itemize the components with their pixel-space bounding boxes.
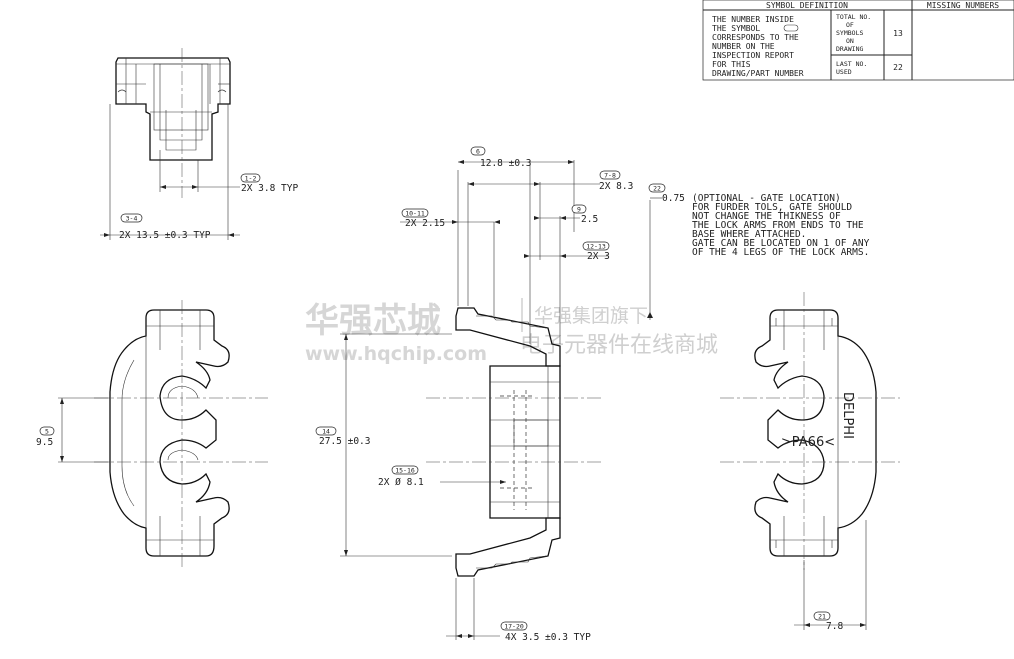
note-line: GATE CAN BE LOCATED ON 1 OF ANY bbox=[692, 238, 870, 249]
definition-line: CORRESPONDS TO THE bbox=[712, 33, 799, 42]
dim-tag: 10-11 bbox=[405, 210, 425, 218]
dim-tag: 14 bbox=[322, 428, 330, 436]
dim-text: 0.75 bbox=[662, 193, 685, 204]
dim-text: 2X 2.15 bbox=[405, 218, 445, 229]
watermark-brand: 华强芯城 bbox=[305, 301, 441, 341]
note-line: THE LOCK ARMS FROM ENDS TO THE bbox=[692, 220, 864, 231]
definition-line: NUMBER ON THE bbox=[712, 42, 775, 51]
dim-tag: 12-13 bbox=[586, 243, 606, 251]
total-label-line: ON bbox=[846, 37, 854, 45]
definition-line: FOR THIS bbox=[712, 60, 751, 69]
dim-text: 27.5 ±0.3 bbox=[319, 436, 370, 447]
symbol-definition-table: SYMBOL DEFINITION MISSING NUMBERS THE NU… bbox=[702, 0, 1014, 81]
dimension-6: 6 12.8 ±0.3 bbox=[458, 146, 574, 169]
dim-tag: 7-8 bbox=[604, 172, 616, 180]
definition-line: DRAWING/PART NUMBER bbox=[712, 69, 804, 78]
dimension-3-4: 3-4 2X 13.5 ±0.3 TYP bbox=[100, 213, 240, 241]
dim-text: 9.5 bbox=[36, 437, 53, 448]
dim-text: 12.8 ±0.3 bbox=[480, 158, 531, 169]
table-header-missing-numbers: MISSING NUMBERS bbox=[927, 1, 999, 10]
dimension-7-8: 7-8 2X 8.3 bbox=[468, 170, 633, 192]
left-end-view bbox=[94, 300, 268, 570]
total-symbols-label: TOTAL NO. OF SYMBOLS ON DRAWING bbox=[836, 13, 871, 53]
total-label-line: DRAWING bbox=[836, 45, 863, 53]
dim-text: 2.5 bbox=[581, 214, 598, 225]
dimension-22: 22 0.75 bbox=[647, 183, 685, 318]
dimension-5: 5 9.5 bbox=[36, 397, 110, 463]
watermark-slogan: 电子元器件在线商城 bbox=[520, 333, 718, 358]
symbol-oval-icon bbox=[783, 24, 799, 32]
last-no-used-value: 22 bbox=[893, 63, 903, 72]
dimension-12-13: 12-13 2X 3 bbox=[524, 241, 610, 262]
dim-tag: 5 bbox=[45, 428, 49, 436]
total-label-line: TOTAL NO. bbox=[836, 13, 871, 21]
dimension-17-20: 17-20 4X 3.5 ±0.3 TYP bbox=[446, 621, 591, 643]
dim-text: 2X 3 bbox=[587, 251, 610, 262]
dimension-14: 14 27.5 ±0.3 bbox=[315, 334, 370, 556]
dim-text: 2X 3.8 TYP bbox=[241, 183, 298, 194]
center-side-view bbox=[340, 160, 651, 640]
dim-tag: 17-20 bbox=[504, 623, 524, 631]
material-marking: >PA66< bbox=[781, 435, 835, 450]
dim-tag: 9 bbox=[577, 206, 581, 214]
note-line: OF THE 4 LEGS OF THE LOCK ARMS. bbox=[692, 247, 869, 258]
total-label-line: SYMBOLS bbox=[836, 29, 863, 37]
dim-text: 2X 13.5 ±0.3 TYP bbox=[119, 230, 211, 241]
last-no-label-line: LAST NO. bbox=[836, 60, 867, 68]
definition-line: INSPECTION REPORT bbox=[712, 51, 794, 60]
dimension-15-16: 15-16 2X Ø 8.1 bbox=[378, 465, 506, 488]
top-view bbox=[109, 48, 231, 240]
dim-text: 7.8 bbox=[826, 621, 843, 632]
dim-tag: 6 bbox=[476, 148, 480, 156]
dim-tag: 1-2 bbox=[245, 175, 257, 183]
right-end-view: >PA66< DELPHI bbox=[720, 292, 900, 630]
dimension-1-2: 1-2 2X 3.8 TYP bbox=[160, 173, 298, 194]
dimension-21: 21 7.8 bbox=[794, 611, 866, 632]
dimension-10-11: 10-11 2X 2.15 bbox=[400, 208, 500, 229]
definition-line: THE NUMBER INSIDE bbox=[712, 15, 794, 24]
total-label-line: OF bbox=[846, 21, 854, 29]
note-line: (OPTIONAL - GATE LOCATION) bbox=[692, 193, 841, 204]
last-no-label-line: USED bbox=[836, 68, 852, 76]
dim-text: 2X 8.3 bbox=[599, 181, 633, 192]
gate-location-note: (OPTIONAL - GATE LOCATION) FOR FURDER TO… bbox=[692, 193, 870, 258]
dim-tag: 22 bbox=[653, 185, 661, 193]
dimension-9: 9 2.5 bbox=[534, 204, 598, 225]
dim-tag: 15-16 bbox=[395, 467, 415, 475]
note-line: NOT CHANGE THE THIKNESS OF bbox=[692, 211, 841, 222]
definition-line: THE SYMBOL bbox=[712, 24, 760, 33]
dim-tag: 3-4 bbox=[126, 215, 138, 223]
watermark-tagline: 华强集团旗下 bbox=[534, 305, 648, 327]
dim-text: 2X Ø 8.1 bbox=[378, 477, 424, 488]
delphi-marking: DELPHI bbox=[840, 392, 855, 439]
watermark: 华强芯城 www.hqchip.com 华强集团旗下 电子元器件在线商城 bbox=[305, 298, 718, 365]
total-symbols-value: 13 bbox=[893, 29, 903, 38]
table-header-symbol-definition: SYMBOL DEFINITION bbox=[766, 1, 848, 10]
note-line: BASE WHERE ATTACHED. bbox=[692, 229, 806, 240]
dim-tag: 21 bbox=[818, 613, 826, 621]
dim-text: 4X 3.5 ±0.3 TYP bbox=[505, 632, 591, 643]
watermark-url: www.hqchip.com bbox=[305, 343, 487, 365]
note-line: FOR FURDER TOLS, GATE SHOULD bbox=[692, 202, 852, 213]
symbol-definition-text: THE NUMBER INSIDE THE SYMBOL CORRESPONDS… bbox=[712, 15, 804, 78]
